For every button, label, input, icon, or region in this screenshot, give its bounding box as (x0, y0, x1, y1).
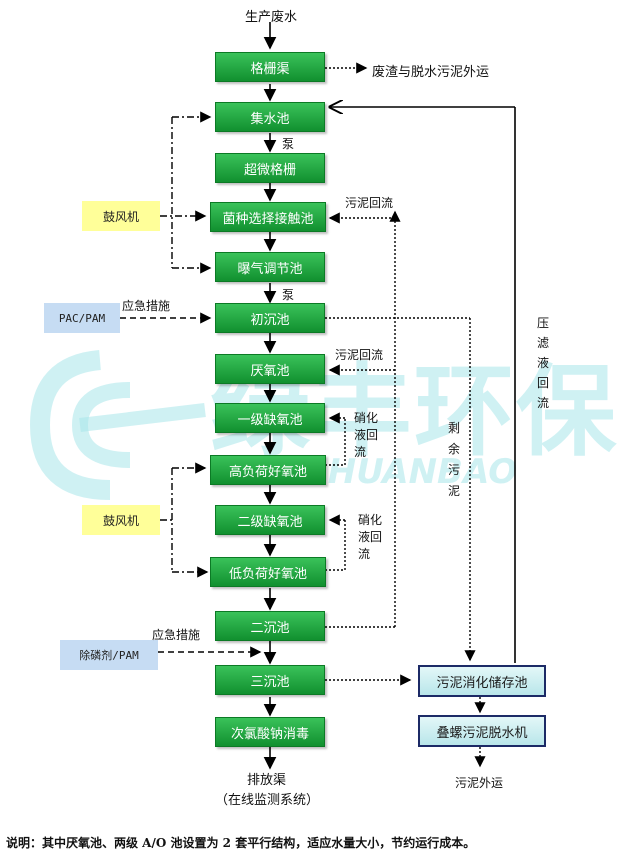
emergency-label-1: 应急措施 (122, 299, 171, 313)
nitrate-return-label-2: 硝化液回流 (358, 512, 398, 563)
phosphorus-removal-dosing: 除磷剂/PAM (60, 640, 158, 670)
collection-tank: 集水池 (215, 102, 325, 132)
secondary-clarifier: 二沉池 (215, 611, 325, 641)
ultra-fine-screen: 超微格栅 (215, 153, 325, 183)
excess-sludge-text: 剩余污泥 (447, 421, 460, 498)
low-load-aerobic-tank: 低负荷好氧池 (210, 557, 326, 587)
blower-upper: 鼓风机 (82, 201, 160, 231)
sludge-return-label-2: 污泥回流 (335, 348, 384, 362)
sludge-return-label-1: 污泥回流 (345, 196, 394, 210)
online-monitoring-label: （在线监测系统） (215, 793, 320, 808)
selector-contact-tank: 菌种选择接触池 (210, 202, 326, 232)
tertiary-clarifier: 三沉池 (215, 665, 325, 695)
pac-pam-dosing: PAC/PAM (44, 303, 120, 333)
discharge-channel-label: 排放渠 (247, 773, 287, 788)
excess-sludge-label: 剩余污泥 (447, 418, 461, 502)
watermark-logo-subtext: G HUANBAO (288, 452, 518, 492)
footnote: 说明：其中厌氧池、两级 A/O 池设置为 2 套平行结构，适应水量大小，节约运行… (6, 836, 476, 850)
aerated-equalization-tank: 曝气调节池 (215, 252, 325, 282)
press-filtrate-text: 压滤液回流 (536, 316, 549, 410)
anaerobic-tank: 厌氧池 (215, 354, 325, 384)
primary-clarifier: 初沉池 (215, 303, 325, 333)
influent-label: 生产废水 (245, 10, 298, 25)
first-anoxic-tank: 一级缺氧池 (215, 403, 325, 433)
waste-disposal-label: 废渣与脱水污泥外运 (372, 65, 490, 80)
emergency-label-2: 应急措施 (152, 628, 201, 642)
watermark-logo-icon (29, 350, 206, 500)
sludge-out-label: 污泥外运 (455, 776, 504, 790)
nitrate-return-label-1: 硝化液回流 (354, 410, 394, 461)
hypochlorite-disinfection: 次氯酸钠消毒 (215, 717, 325, 747)
blower-lower: 鼓风机 (82, 505, 160, 535)
bar-screen-channel: 格栅渠 (215, 52, 325, 82)
nitrate-return-text-1: 硝化液回流 (354, 411, 379, 459)
sludge-digestion-storage-tank: 污泥消化储存池 (418, 665, 546, 697)
screw-press-dewatering-machine: 叠螺污泥脱水机 (418, 715, 546, 747)
high-load-aerobic-tank: 高负荷好氧池 (210, 455, 326, 485)
pump-label-2: 泵 (282, 288, 295, 302)
press-filtrate-label: 压滤液回流 (536, 313, 550, 413)
nitrate-return-text-2: 硝化液回流 (358, 513, 383, 561)
pump-label-1: 泵 (282, 137, 295, 151)
second-anoxic-tank: 二级缺氧池 (215, 505, 325, 535)
